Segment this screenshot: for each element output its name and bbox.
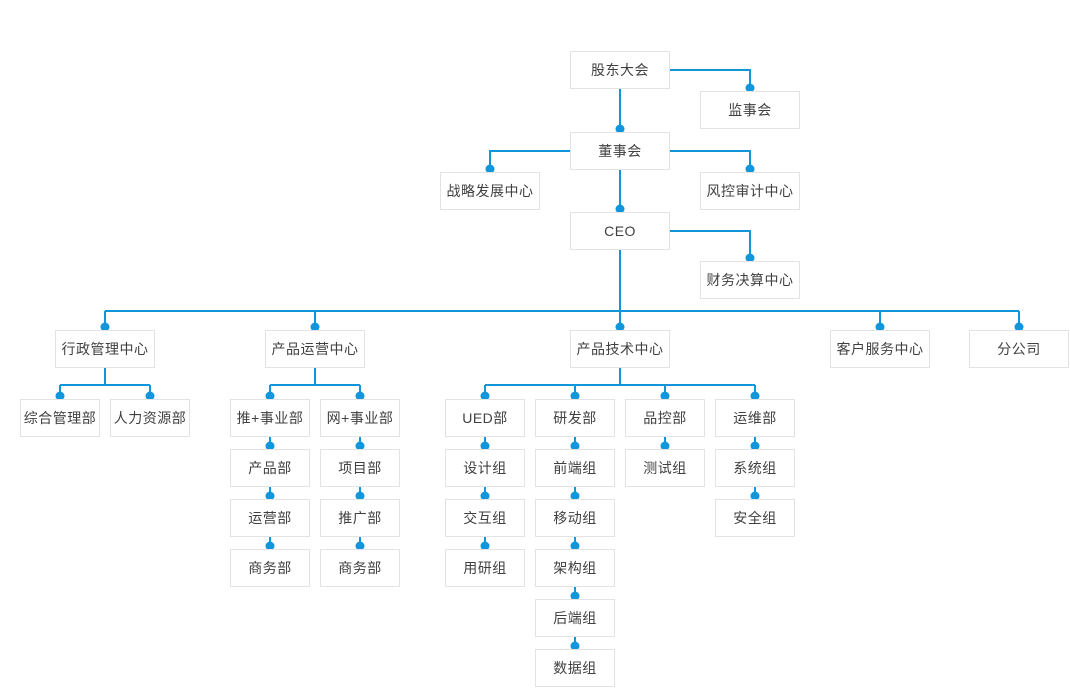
org-node-product-dept: 产品部 xyxy=(230,449,310,487)
org-node-branch-company: 分公司 xyxy=(969,330,1069,368)
org-node-data-team: 数据组 xyxy=(535,649,615,687)
org-node-architecture-team: 架构组 xyxy=(535,549,615,587)
org-node-product-ops-center: 产品运营中心 xyxy=(265,330,365,368)
org-node-system-team: 系统组 xyxy=(715,449,795,487)
org-node-supervisors: 监事会 xyxy=(700,91,800,129)
org-node-business-dept-tui: 商务部 xyxy=(230,549,310,587)
org-node-operation-dept: 运营部 xyxy=(230,499,310,537)
org-node-rnd-dept: 研发部 xyxy=(535,399,615,437)
org-node-ceo: CEO xyxy=(570,212,670,250)
connector-dots xyxy=(55,83,1024,651)
org-node-shareholders: 股东大会 xyxy=(570,51,670,89)
org-node-admin-center: 行政管理中心 xyxy=(55,330,155,368)
org-node-user-research-team: 用研组 xyxy=(445,549,525,587)
org-node-wang-division: 网+事业部 xyxy=(320,399,400,437)
org-node-mobile-team: 移动组 xyxy=(535,499,615,537)
org-node-tui-division: 推+事业部 xyxy=(230,399,310,437)
org-node-customer-service-center: 客户服务中心 xyxy=(830,330,930,368)
org-node-ued-dept: UED部 xyxy=(445,399,525,437)
org-node-strategy-center: 战略发展中心 xyxy=(440,172,540,210)
org-node-promotion-dept: 推广部 xyxy=(320,499,400,537)
org-node-design-team: 设计组 xyxy=(445,449,525,487)
org-node-finance-center: 财务决算中心 xyxy=(700,261,800,299)
org-node-security-team: 安全组 xyxy=(715,499,795,537)
org-node-hr-dept: 人力资源部 xyxy=(110,399,190,437)
org-node-backend-team: 后端组 xyxy=(535,599,615,637)
org-node-test-team: 测试组 xyxy=(625,449,705,487)
org-node-product-tech-center: 产品技术中心 xyxy=(570,330,670,368)
org-node-board: 董事会 xyxy=(570,132,670,170)
org-node-business-dept-wang: 商务部 xyxy=(320,549,400,587)
org-node-frontend-team: 前端组 xyxy=(535,449,615,487)
org-node-general-admin-dept: 综合管理部 xyxy=(20,399,100,437)
org-node-risk-audit-center: 风控审计中心 xyxy=(700,172,800,210)
org-node-project-dept: 项目部 xyxy=(320,449,400,487)
org-node-interaction-team: 交互组 xyxy=(445,499,525,537)
org-node-qc-dept: 品控部 xyxy=(625,399,705,437)
org-node-ops-dept: 运维部 xyxy=(715,399,795,437)
